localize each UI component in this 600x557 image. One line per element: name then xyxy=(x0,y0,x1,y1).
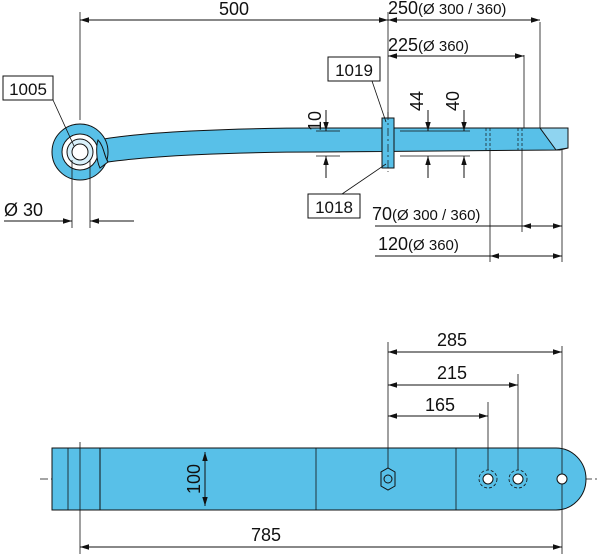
dim-250-label: 250(Ø 300 / 360) xyxy=(388,0,506,18)
dim-285-label: 285 xyxy=(437,330,467,350)
bushing-inner xyxy=(71,143,89,161)
part-1018-label: 1018 xyxy=(315,198,353,217)
dim-100-label: 100 xyxy=(184,464,204,494)
dim-dia30-label: Ø 30 xyxy=(4,200,43,220)
eye-section-top xyxy=(51,447,101,511)
part-1019-leader xyxy=(371,80,387,123)
spring-leaf-top xyxy=(51,447,587,511)
side-view: 500 250(Ø 300 / 360) 225(Ø 360) 10 xyxy=(2,0,569,262)
mounting-hole xyxy=(556,473,568,485)
top-view: 285 215 165 100 785 xyxy=(40,330,598,554)
dim-70-label: 70(Ø 300 / 360) xyxy=(372,204,480,224)
spring-leaf-side xyxy=(97,127,569,163)
dim-165-label: 165 xyxy=(425,395,455,415)
part-1019-label: 1019 xyxy=(335,61,373,80)
dim-215-label: 215 xyxy=(437,363,467,383)
dim-40-label: 40 xyxy=(443,91,463,111)
part-1005-leader xyxy=(52,99,75,147)
part-1018-box xyxy=(307,193,361,219)
eye-wrap xyxy=(96,139,109,169)
tapered-end xyxy=(539,127,569,151)
dim-785-label: 785 xyxy=(251,525,281,545)
dim-500-label: 500 xyxy=(219,0,249,19)
part-1019-box xyxy=(327,56,381,82)
dim-225-label: 225(Ø 360) xyxy=(388,35,469,55)
dim-10-label: 10 xyxy=(305,111,325,131)
part-1005-label: 1005 xyxy=(9,80,47,99)
dim-44-label: 44 xyxy=(407,91,427,111)
part-1005-box xyxy=(2,75,54,101)
part-1018-leader xyxy=(341,163,387,195)
dim-120-label: 120(Ø 360) xyxy=(378,234,459,254)
center-bolt-head xyxy=(383,474,393,484)
